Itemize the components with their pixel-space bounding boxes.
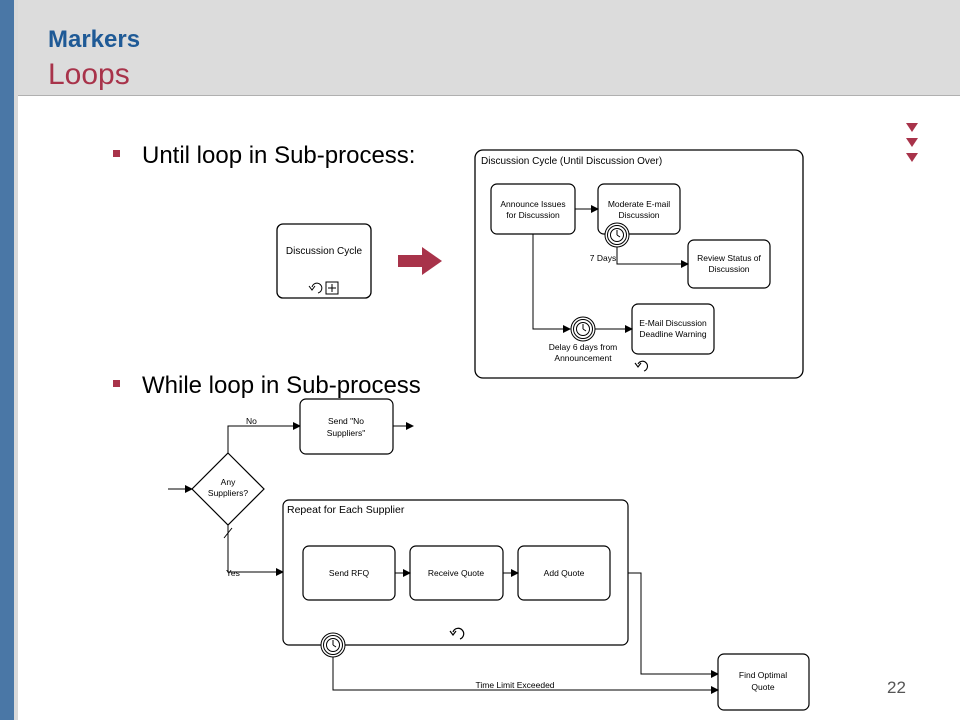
task-label: Review Status of [697, 253, 761, 263]
flow-label-yes: Yes [226, 568, 240, 578]
collapsed-subprocess: Discussion Cycle [276, 223, 372, 299]
expanded-subprocess: Discussion Cycle (Until Discussion Over)… [474, 149, 804, 379]
subprocess-title: Repeat for Each Supplier [287, 504, 405, 516]
task-label: Send RFQ [329, 568, 370, 578]
timer-event-icon [604, 222, 630, 248]
slide-header [18, 0, 960, 96]
timer-event-icon [570, 316, 596, 342]
task-label: Find Optimal [739, 670, 787, 680]
loop-marker-icon [634, 360, 648, 372]
nav-triangle-icon[interactable] [906, 153, 918, 162]
gateway-label: Any [221, 477, 236, 487]
nav-triangle-icon[interactable] [906, 138, 918, 147]
default-flow-slash [223, 527, 233, 539]
task-label: Deadline Warning [639, 329, 707, 339]
section-title: Markers [48, 26, 141, 53]
bullet-text: While loop in Sub-process [142, 372, 421, 399]
task-label: E-Mail Discussion [639, 318, 707, 328]
flow-label-time-limit: Time Limit Exceeded [475, 680, 554, 690]
bullet-while-loop: While loop in Sub-process [113, 372, 421, 400]
task-label: Quote [751, 682, 774, 692]
slide-title: Loops [48, 58, 130, 91]
expand-arrow-icon [398, 247, 442, 275]
task-label: Suppliers" [327, 428, 365, 438]
bullet-square-icon [113, 380, 120, 388]
timer-label: Delay 6 days from [549, 342, 618, 352]
subprocess-plus-icon [325, 281, 339, 295]
task-label: Add Quote [544, 568, 585, 578]
task-label: Discussion [618, 210, 659, 220]
bullet-square-icon [113, 150, 120, 158]
bullet-text: Until loop in Sub-process: [142, 142, 416, 169]
loop-marker-icon [449, 627, 465, 640]
task-label: Announce Issues [500, 199, 565, 209]
loop-marker-icon [308, 282, 323, 294]
flow-label-no: No [246, 416, 257, 426]
left-sidebar-bar [0, 0, 14, 720]
gateway-label: Suppliers? [208, 488, 248, 498]
timer-label: 7 Days [590, 253, 616, 263]
task-label: Discussion [708, 264, 749, 274]
timer-event-icon [320, 632, 346, 658]
expanded-title: Discussion Cycle (Until Discussion Over) [481, 156, 662, 167]
task-label: Moderate E-mail [608, 199, 670, 209]
task-find-optimal-quote [717, 653, 810, 711]
task-label: Send "No [328, 416, 364, 426]
nav-triangle-icon[interactable] [906, 123, 918, 132]
task-announce [490, 183, 576, 235]
bullet-until-loop: Until loop in Sub-process: [113, 142, 415, 170]
task-send-no-suppliers [299, 398, 394, 455]
page-number: 22 [887, 678, 906, 697]
task-label: Receive Quote [428, 568, 484, 578]
timer-label: Announcement [554, 353, 612, 363]
task-label: for Discussion [506, 210, 560, 220]
while-loop-diagram: Any Suppliers? No Send "No Suppliers" Ye… [168, 398, 810, 711]
collapsed-label: Discussion Cycle [286, 246, 363, 257]
left-sidebar-stripe [14, 0, 18, 720]
